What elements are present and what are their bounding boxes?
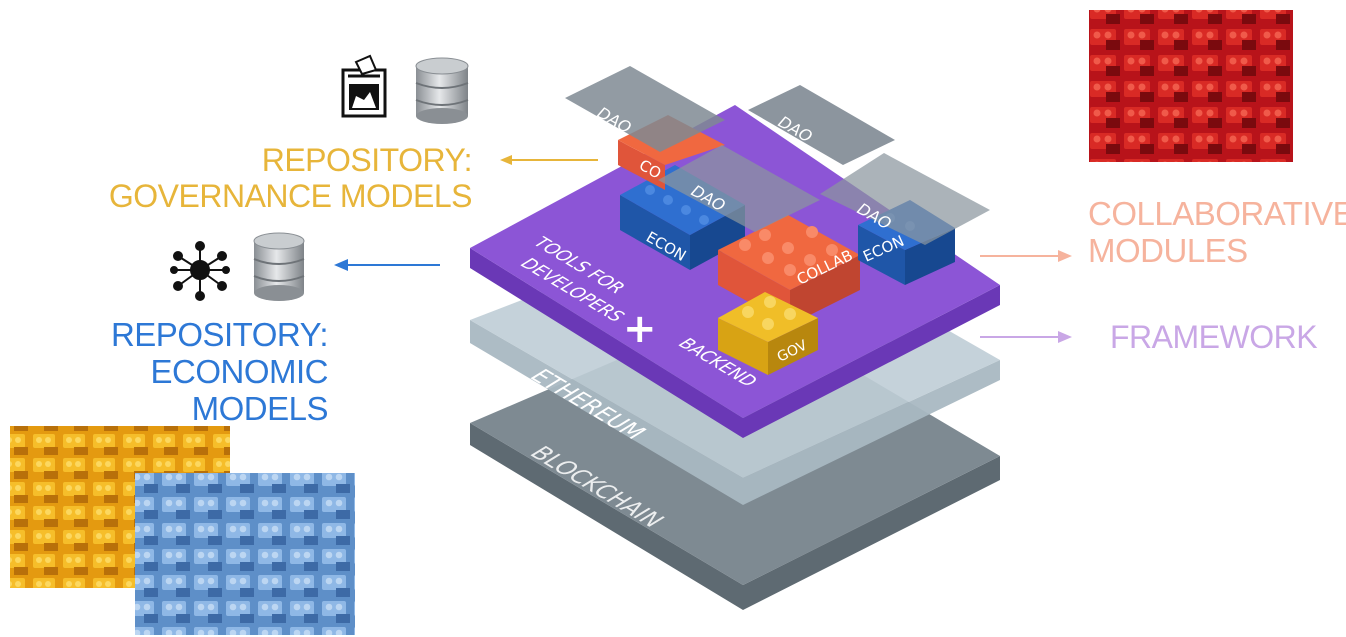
ballot-box-icon (341, 54, 387, 118)
database-icon (253, 232, 305, 301)
database-icon (415, 57, 469, 124)
plus-sign: + (623, 306, 657, 352)
arrow-to-governance (500, 155, 598, 165)
arrow-to-economic (334, 259, 440, 271)
arrow-to-collaborative (980, 250, 1072, 262)
network-hub-icon (170, 241, 230, 301)
arrow-to-framework (980, 331, 1072, 343)
gov-brick: GOV (718, 292, 818, 375)
blue-bricks-photo (135, 473, 355, 635)
red-bricks-photo (1089, 10, 1293, 162)
collaborative-modules-label: COLLABORATIVE MODULES (1088, 195, 1346, 270)
economic-label-line1: REPOSITORY: (110, 316, 329, 353)
governance-label-line1: REPOSITORY: (261, 142, 473, 178)
economic-label-line2: ECONOMIC MODELS (150, 352, 329, 427)
collab-brick: COLLAB (718, 215, 860, 325)
collaborative-label-line1: COLLABORATIVE (1088, 195, 1346, 232)
economic-repository-label: REPOSITORY: ECONOMIC MODELS (8, 316, 329, 428)
collaborative-label-line2: MODULES (1088, 231, 1248, 269)
governance-label-line2: GOVERNANCE MODELS (108, 177, 473, 214)
governance-repository-label: REPOSITORY: GOVERNANCE MODELS (100, 142, 473, 215)
framework-label: FRAMEWORK (1110, 319, 1318, 355)
